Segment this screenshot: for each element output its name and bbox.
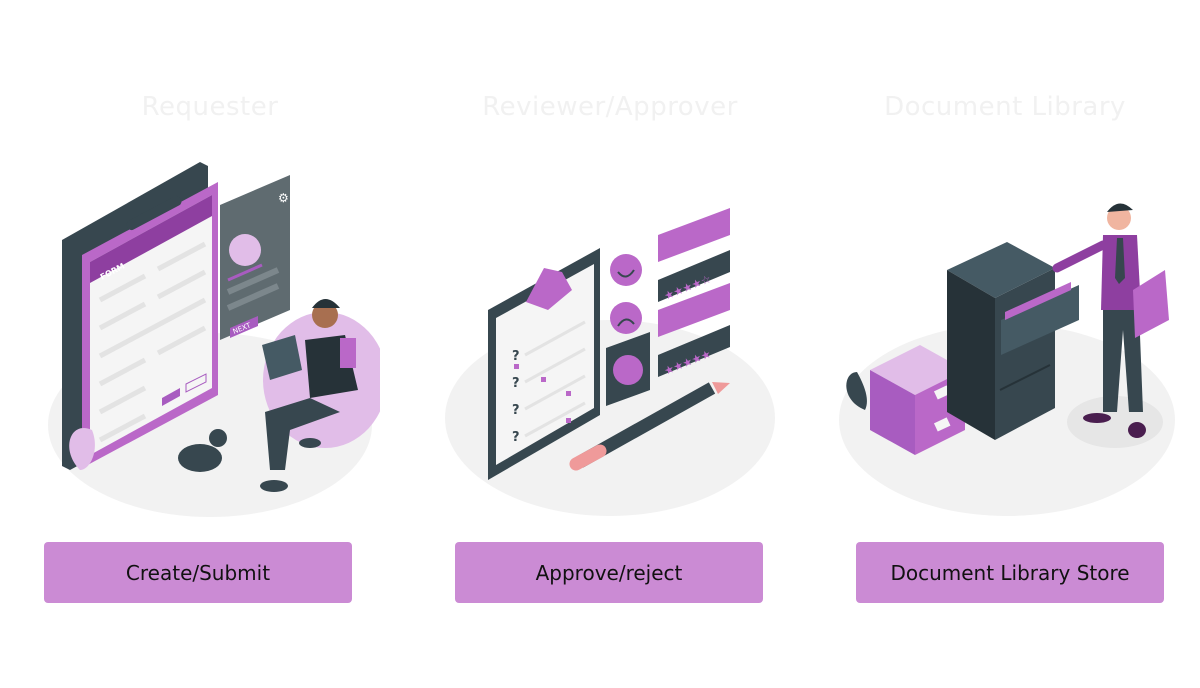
person-sleeve xyxy=(340,338,356,368)
gear-icon: ⚙ xyxy=(278,191,289,205)
pencil-tip xyxy=(712,382,730,394)
checklist-lines xyxy=(524,320,586,438)
comment-bubble xyxy=(658,283,730,337)
folders xyxy=(1005,282,1071,320)
happy-face-icon xyxy=(610,254,642,286)
drawer-line xyxy=(999,364,1051,391)
approve-reject-button[interactable]: Approve/reject xyxy=(455,542,763,603)
pie-chart-icon xyxy=(613,355,643,385)
document-library-store-button[interactable]: Document Library Store xyxy=(856,542,1164,603)
svg-text:?: ? xyxy=(512,376,520,391)
svg-text:?: ? xyxy=(512,403,520,418)
rating-card xyxy=(658,250,730,302)
person-tie xyxy=(1115,238,1125,284)
person-shoe xyxy=(260,480,288,492)
reviewer-illustration: ???? ★★★★☆ ★★★★★ xyxy=(445,208,775,516)
cabinet-side xyxy=(947,270,995,440)
folder-clipboard xyxy=(1133,270,1169,338)
rating-card xyxy=(658,325,730,377)
person-head xyxy=(1107,206,1131,230)
sad-face-icon xyxy=(610,302,642,334)
svg-text:?: ? xyxy=(512,430,520,445)
password-field xyxy=(226,283,280,311)
person-shoe xyxy=(1083,413,1111,423)
requester-column: Requester ⚙ NEXT FORM xyxy=(40,0,380,688)
cabinet-top xyxy=(947,242,1055,298)
frown xyxy=(617,318,635,327)
next-button xyxy=(230,316,258,338)
document-library-illustration xyxy=(839,203,1175,516)
cat-head xyxy=(209,429,227,447)
reviewer-column: Reviewer/Approver ???? ★★★★☆ ★★★★★ Appro… xyxy=(440,0,780,688)
comment-bubble xyxy=(658,208,730,262)
smile xyxy=(617,269,635,278)
avatar-icon xyxy=(229,234,261,266)
svg-text:?: ? xyxy=(512,349,520,364)
person-legs xyxy=(1103,310,1143,412)
document-library-column: Document Library Document Library Store xyxy=(835,0,1175,688)
checked-boxes xyxy=(514,364,571,423)
save-button xyxy=(162,388,180,406)
reviewer-title: Reviewer/Approver xyxy=(482,92,738,122)
person-head xyxy=(312,302,338,328)
form-header xyxy=(90,195,212,283)
box-label xyxy=(933,385,951,400)
requester-illustration: ⚙ NEXT FORM xyxy=(48,162,380,517)
person-hair xyxy=(312,299,340,308)
question-marks: ???? xyxy=(512,349,520,445)
person-hair xyxy=(1107,203,1133,212)
document-library-title: Document Library xyxy=(884,92,1126,122)
plant-leaf xyxy=(69,428,95,470)
plant-leaf xyxy=(846,372,867,410)
box-label xyxy=(933,417,951,432)
cat xyxy=(178,444,222,472)
person-shoe xyxy=(1128,422,1146,438)
form-fields xyxy=(98,241,207,443)
person-shoe xyxy=(299,438,321,448)
clipboard-clip xyxy=(126,195,182,231)
checklist-paper xyxy=(496,264,594,465)
pencil-eraser xyxy=(569,444,607,471)
open-drawer xyxy=(1001,285,1079,355)
person-legs xyxy=(265,398,340,470)
cancel-button xyxy=(185,373,207,393)
create-submit-button[interactable]: Create/Submit xyxy=(44,542,352,603)
box-side xyxy=(870,370,915,455)
password-field xyxy=(226,267,280,295)
clipboard-clip xyxy=(526,268,572,310)
box-lid xyxy=(870,345,965,395)
person-arm xyxy=(1052,240,1108,273)
requester-title: Requester xyxy=(141,92,279,122)
tablet-device xyxy=(262,335,302,380)
login-underline xyxy=(227,263,263,282)
